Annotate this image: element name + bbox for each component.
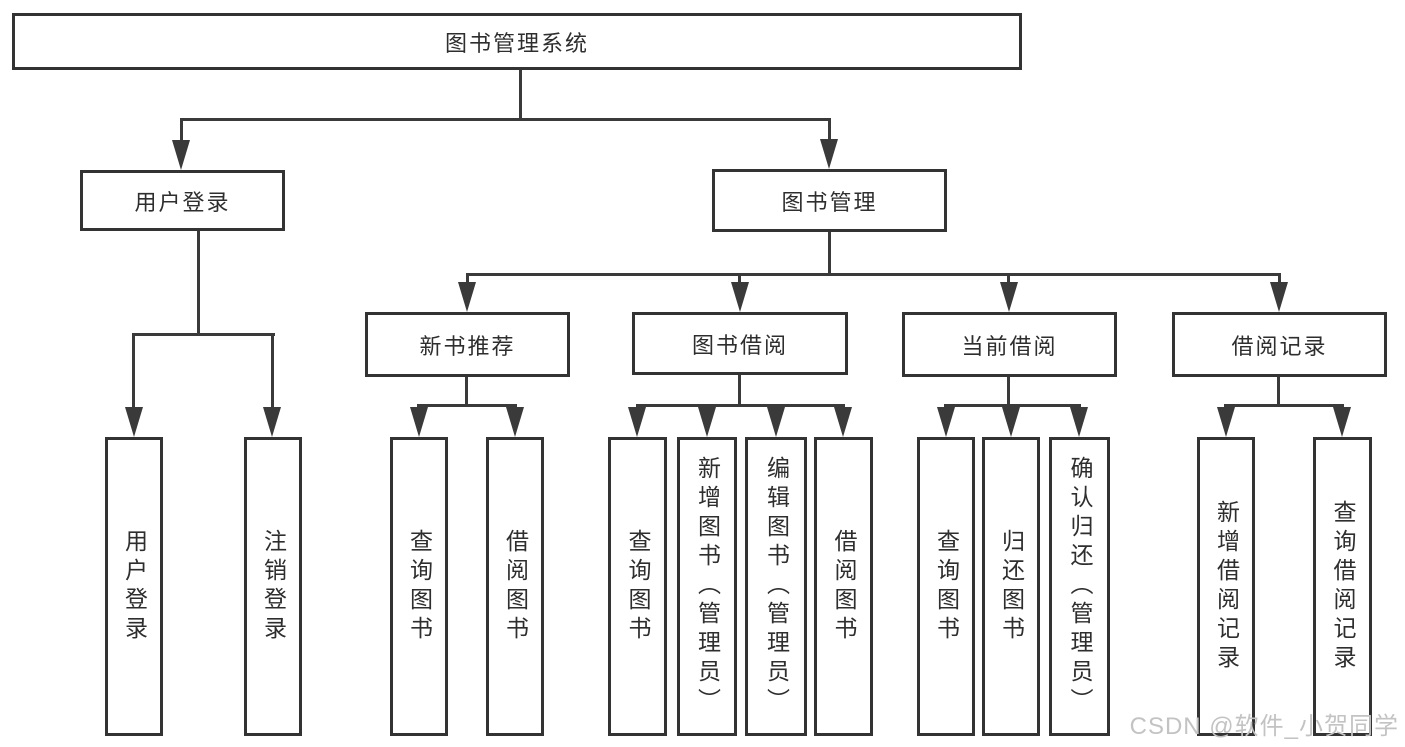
- connector-line: [1007, 377, 1010, 406]
- connector-line: [197, 231, 200, 336]
- connector-line: [465, 377, 468, 406]
- arrow-down-icon: [731, 282, 749, 312]
- node-book-management: 图书管理: [712, 169, 947, 232]
- arrow-down-icon: [937, 407, 955, 437]
- arrow-down-icon: [820, 139, 838, 169]
- connector-line: [1278, 273, 1281, 285]
- node-new-book-recommend: 新书推荐: [365, 312, 570, 377]
- arrow-down-icon: [506, 407, 524, 437]
- arrow-down-icon: [125, 407, 143, 437]
- leaf-edit-book-admin: 编辑图书（管理员）: [745, 437, 807, 736]
- connector-line: [519, 70, 522, 118]
- connector-line: [1007, 273, 1010, 285]
- arrow-down-icon: [458, 282, 476, 312]
- arrow-down-icon: [1217, 407, 1235, 437]
- arrow-down-icon: [1000, 282, 1018, 312]
- connector-line: [738, 273, 741, 285]
- connector-line: [271, 333, 274, 410]
- connector-line: [466, 273, 1281, 276]
- connector-line: [944, 404, 1081, 407]
- leaf-confirm-return-admin: 确认归还（管理员）: [1049, 437, 1110, 736]
- connector-line: [1277, 377, 1280, 406]
- arrow-down-icon: [628, 407, 646, 437]
- arrow-down-icon: [767, 407, 785, 437]
- leaf-query-books: 查询图书: [917, 437, 975, 736]
- connector-line: [180, 118, 831, 121]
- node-borrowing-records: 借阅记录: [1172, 312, 1387, 377]
- leaf-query-borrow-record: 查询借阅记录: [1313, 437, 1372, 736]
- leaf-borrow-books: 借阅图书: [814, 437, 873, 736]
- connector-line: [132, 333, 135, 410]
- connector-line: [828, 232, 831, 273]
- arrow-down-icon: [698, 407, 716, 437]
- arrow-down-icon: [410, 407, 428, 437]
- leaf-add-book-admin: 新增图书（管理员）: [677, 437, 737, 736]
- arrow-down-icon: [1070, 407, 1088, 437]
- leaf-user-login: 用户登录: [105, 437, 163, 736]
- node-user-login: 用户登录: [80, 170, 285, 231]
- node-book-borrowing: 图书借阅: [632, 312, 848, 375]
- connector-line: [828, 118, 831, 142]
- connector-line: [1224, 404, 1344, 407]
- leaf-query-books: 查询图书: [608, 437, 667, 736]
- connector-line: [466, 273, 469, 285]
- connector-line: [738, 375, 741, 406]
- arrow-down-icon: [1002, 407, 1020, 437]
- connector-line: [180, 118, 183, 144]
- leaf-return-books: 归还图书: [982, 437, 1040, 736]
- leaf-add-borrow-record: 新增借阅记录: [1197, 437, 1255, 736]
- node-current-borrowing: 当前借阅: [902, 312, 1117, 377]
- leaf-query-books: 查询图书: [390, 437, 448, 736]
- arrow-down-icon: [1270, 282, 1288, 312]
- arrow-down-icon: [263, 407, 281, 437]
- arrow-down-icon: [1333, 407, 1351, 437]
- leaf-logout: 注销登录: [244, 437, 302, 736]
- connector-line: [417, 404, 517, 407]
- node-library-management-system: 图书管理系统: [12, 13, 1022, 70]
- arrow-down-icon: [172, 140, 190, 170]
- connector-line: [636, 404, 845, 407]
- watermark-text: CSDN @软件_小贺同学: [1129, 713, 1399, 740]
- leaf-borrow-books: 借阅图书: [486, 437, 544, 736]
- connector-line: [133, 333, 275, 336]
- arrow-down-icon: [834, 407, 852, 437]
